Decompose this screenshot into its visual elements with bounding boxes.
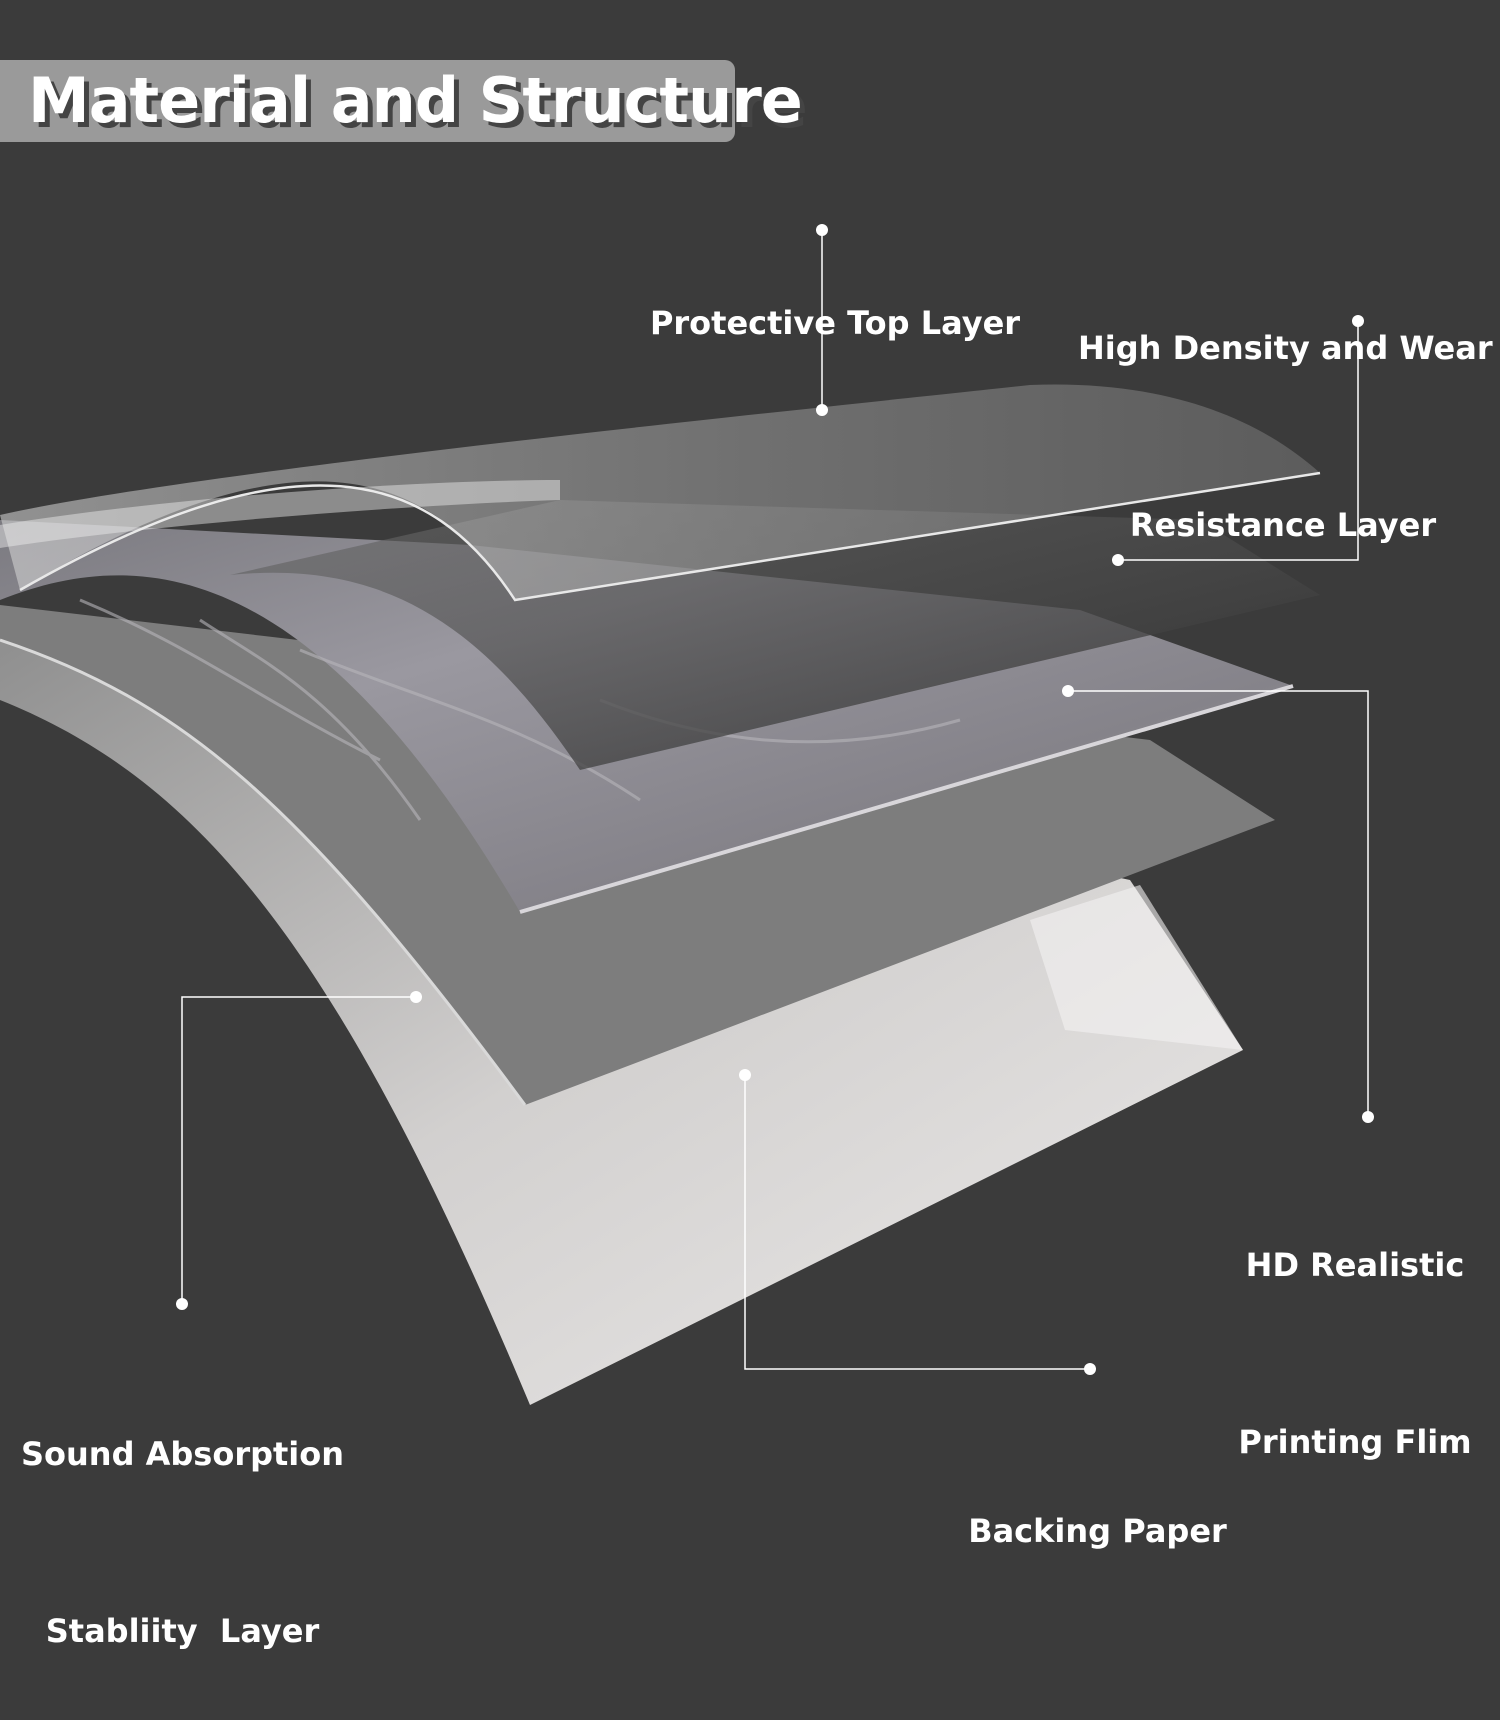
backing-paper-highlight: [1030, 885, 1243, 1050]
callout-hd-printing: [1068, 690, 1369, 1117]
dot-hd-printing-a: [1062, 685, 1074, 697]
dot-protective-top-a: [816, 224, 828, 236]
callout-high-density: [1118, 321, 1359, 561]
protective-top-layer: [0, 384, 1320, 600]
dot-sound-absorption-a: [410, 991, 422, 1003]
callout-sound-absorption: [181, 996, 416, 1304]
callout-backing-paper: [744, 1075, 1090, 1370]
dot-high-density-a: [1352, 315, 1364, 327]
callout-lines: [181, 230, 1369, 1370]
page-title: Material and Structure: [28, 64, 803, 137]
label-protective-top-layer: Protective Top Layer: [649, 304, 1021, 342]
protective-top-edge: [19, 471, 1321, 602]
protective-top-highlight: [0, 480, 560, 548]
dot-protective-top-b: [816, 404, 828, 416]
hd-printing-film-edge: [519, 684, 1294, 914]
dot-hd-printing-b: [1362, 1111, 1374, 1123]
label-backing-paper: Backing Paper: [968, 1512, 1227, 1550]
sound-absorption-edge: [0, 638, 527, 1106]
callout-dots: [176, 224, 1374, 1375]
marble-veins: [79, 598, 961, 821]
layer-structure-diagram: [0, 224, 1374, 1405]
label-high-density-wear: High Density and Wear Resistance Layer: [1078, 329, 1493, 544]
label-sound-absorption: Sound Absorption Stabliity Layer: [20, 1435, 345, 1650]
dot-sound-absorption-b: [176, 1298, 188, 1310]
dot-high-density-b: [1112, 554, 1124, 566]
dot-backing-paper-b: [1084, 1363, 1096, 1375]
label-hd-printing-film: HD Realistic Printing Flim: [1238, 1246, 1472, 1461]
title-banner: Material and Structure: [0, 60, 803, 142]
dot-backing-paper-a: [739, 1069, 751, 1081]
